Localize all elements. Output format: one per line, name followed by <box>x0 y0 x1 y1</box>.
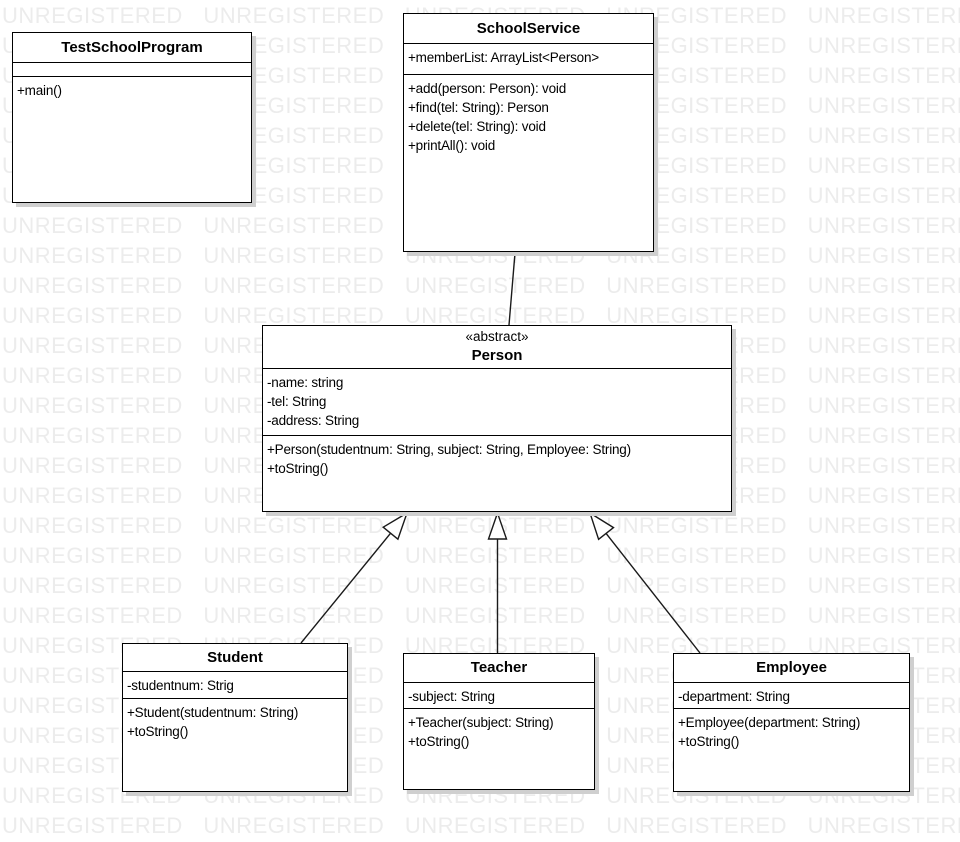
attribute-line: -subject: String <box>408 689 495 704</box>
method-line: +toString() <box>267 461 329 476</box>
method-line: +Person(studentnum: String, subject: Str… <box>267 442 631 457</box>
watermark-text: UNREGISTERED UNREGISTERED UNREGISTERED U… <box>2 813 960 838</box>
hollow-triangle-arrowhead <box>588 511 615 541</box>
attributes-compartment: -subject: String <box>404 683 594 709</box>
methods-compartment: +add(person: Person): void +find(tel: St… <box>404 75 653 251</box>
hollow-triangle-arrowhead <box>381 511 409 541</box>
class-box-testschoolprogram[interactable]: TestSchoolProgram +main() <box>12 32 252 203</box>
attributes-compartment: -department: String <box>674 683 909 709</box>
generalization-employee-person[interactable] <box>588 511 701 654</box>
class-title: TestSchoolProgram <box>13 33 251 63</box>
class-name: TestSchoolProgram <box>61 38 203 56</box>
method-line: +delete(tel: String): void <box>408 119 546 134</box>
methods-compartment: +Teacher(subject: String) +toString() <box>404 709 594 789</box>
method-line: +Employee(department: String) <box>678 715 861 730</box>
method-line: +Student(studentnum: String) <box>127 705 299 720</box>
attributes-compartment <box>13 63 251 77</box>
class-title: Teacher <box>404 654 594 683</box>
class-name: Person <box>471 347 523 364</box>
attribute-line: -studentnum: Strig <box>127 678 234 693</box>
watermark-text: UNREGISTERED UNREGISTERED UNREGISTERED U… <box>2 243 960 268</box>
watermark-text: UNREGISTERED UNREGISTERED UNREGISTERED U… <box>2 513 960 538</box>
attribute-line: -tel: String <box>267 394 327 409</box>
attribute-line: -address: String <box>267 413 360 428</box>
method-line: +toString() <box>408 734 470 749</box>
class-name: Student <box>207 648 263 666</box>
class-box-person[interactable]: «abstract» Person -name: string -tel: St… <box>262 325 732 512</box>
hollow-triangle-arrowhead <box>487 510 508 540</box>
class-title: Student <box>123 644 347 672</box>
generalization-teacher-person[interactable] <box>487 510 508 653</box>
methods-compartment: +Student(studentnum: String) +toString() <box>123 699 347 791</box>
method-line: +printAll(): void <box>408 138 496 153</box>
attribute-line: -department: String <box>678 689 790 704</box>
stereotype-label: «abstract» <box>465 329 529 344</box>
methods-compartment: +main() <box>13 77 251 202</box>
watermark-text: UNREGISTERED UNREGISTERED UNREGISTERED U… <box>2 303 960 328</box>
class-box-employee[interactable]: Employee -department: String +Employee(d… <box>673 653 910 792</box>
class-name: Teacher <box>470 659 528 676</box>
class-title: Employee <box>674 654 909 683</box>
attributes-compartment: -name: string -tel: String -address: Str… <box>263 369 731 436</box>
attributes-compartment: +memberList: ArrayList<Person> <box>404 44 653 75</box>
watermark-text: UNREGISTERED UNREGISTERED UNREGISTERED U… <box>2 543 960 568</box>
class-name: SchoolService <box>476 19 581 37</box>
method-line: +toString() <box>127 724 189 739</box>
class-box-schoolservice[interactable]: SchoolService +memberList: ArrayList<Per… <box>403 13 654 252</box>
class-name: Employee <box>756 659 827 676</box>
attribute-line: +memberList: ArrayList<Person> <box>408 50 599 65</box>
method-line: +Teacher(subject: String) <box>408 715 554 730</box>
class-box-student[interactable]: Student -studentnum: Strig +Student(stud… <box>122 643 348 792</box>
attributes-compartment: -studentnum: Strig <box>123 672 347 699</box>
method-line: +main() <box>17 83 62 98</box>
method-line: +find(tel: String): Person <box>408 100 549 115</box>
class-box-teacher[interactable]: Teacher -subject: String +Teacher(subjec… <box>403 653 595 790</box>
generalization-student-person[interactable] <box>300 511 409 644</box>
method-line: +toString() <box>678 734 740 749</box>
methods-compartment: +Person(studentnum: String, subject: Str… <box>263 436 731 511</box>
methods-compartment: +Employee(department: String) +toString(… <box>674 709 909 791</box>
watermark-text: UNREGISTERED UNREGISTERED UNREGISTERED U… <box>2 603 960 628</box>
watermark-text: UNREGISTERED UNREGISTERED UNREGISTERED U… <box>2 273 960 298</box>
attribute-line: -name: string <box>267 375 344 390</box>
watermark-text: UNREGISTERED UNREGISTERED UNREGISTERED U… <box>2 573 960 598</box>
class-title: «abstract» Person <box>263 326 731 369</box>
class-title: SchoolService <box>404 14 653 44</box>
method-line: +add(person: Person): void <box>408 81 567 96</box>
association-schoolservice-person[interactable] <box>508 252 516 326</box>
